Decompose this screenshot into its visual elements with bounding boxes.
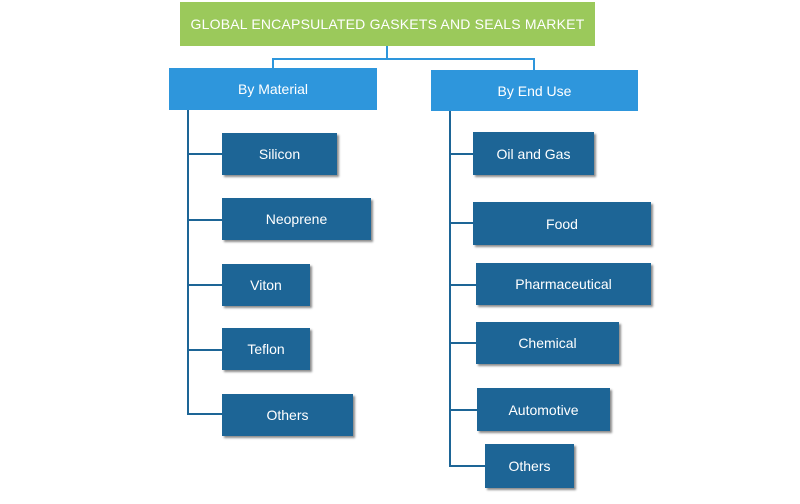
end-use-branch [449,153,473,155]
material-branch [187,284,222,286]
material-item-silicon: Silicon [222,133,337,175]
end-use-item-others: Others [485,444,574,488]
end-use-item-food: Food [473,202,651,245]
end-use-item-chemical: Chemical [476,322,619,364]
category-by-material: By Material [169,68,377,110]
end-use-branch [449,409,477,411]
material-item-neoprene: Neoprene [222,198,371,240]
end-use-branch [449,284,476,286]
diagram-title: GLOBAL ENCAPSULATED GASKETS AND SEALS MA… [180,2,595,46]
material-branch [187,413,222,415]
material-item-viton: Viton [222,264,310,306]
material-branch [187,153,222,155]
material-item-others: Others [222,394,353,436]
end-use-item-automotive: Automotive [477,388,610,431]
end-use-spine [449,111,451,467]
title-connector-bar [272,58,535,60]
material-branch [187,349,222,351]
end-use-branch [449,465,485,467]
end-use-branch [449,222,473,224]
title-connector-stem [386,46,388,59]
end-use-item-pharmaceutical: Pharmaceutical [476,263,651,305]
material-branch [187,219,222,221]
title-connector-right [533,58,535,70]
end-use-item-oil-and-gas: Oil and Gas [473,132,594,175]
title-connector-left [272,58,274,68]
material-item-teflon: Teflon [222,328,310,370]
category-by-end-use: By End Use [431,70,638,111]
end-use-branch [449,342,476,344]
material-spine [187,110,189,415]
